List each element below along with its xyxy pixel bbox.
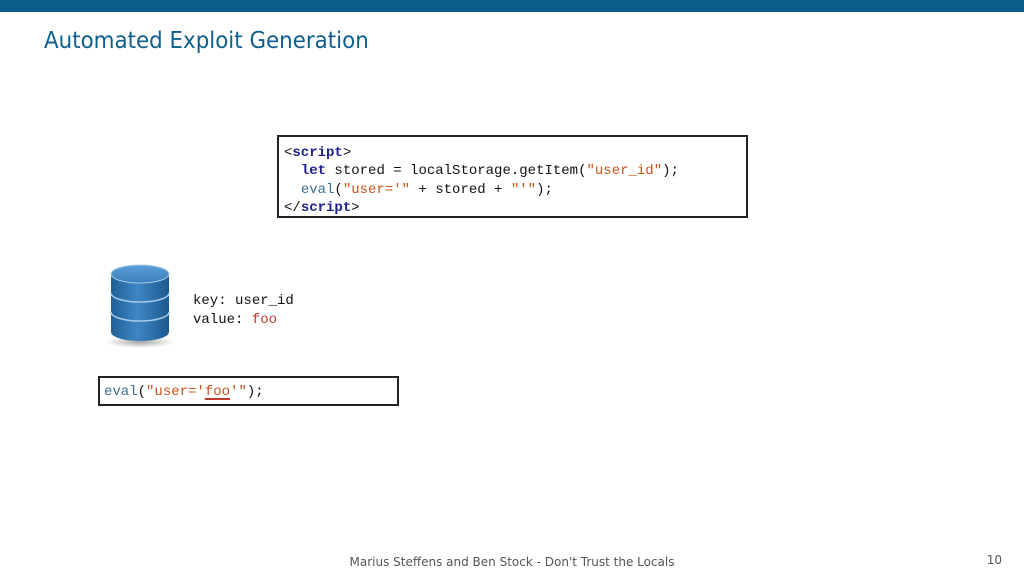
storage-value-row: value: foo [193, 312, 277, 328]
function-name: eval [104, 384, 138, 400]
code-line-close-tag: </script> [284, 199, 746, 217]
page-number: 10 [986, 553, 1002, 567]
code-text: + stored + [410, 181, 511, 198]
string-literal: "user=' [146, 384, 205, 400]
injected-value: foo [204, 384, 231, 400]
storage-key-row: key: user_id [193, 293, 294, 309]
indent [284, 182, 301, 198]
indent [284, 163, 301, 179]
key-label: key: [193, 293, 236, 309]
string-literal: '" [230, 384, 247, 400]
database-icon [104, 262, 176, 348]
code-line-let: let stored = localStorage.getItem("user_… [284, 162, 746, 180]
tag-bracket: > [351, 199, 360, 216]
function-name: eval [300, 181, 335, 198]
slide-title: Automated Exploit Generation [44, 28, 369, 54]
tag-bracket: </ [284, 199, 301, 216]
key-value: user_id [235, 293, 294, 309]
tag-bracket: < [284, 145, 293, 161]
code-text: stored = localStorage.getItem( [326, 163, 587, 180]
keyword: let [300, 163, 327, 180]
script-code-block: <script> let stored = localStorage.getIt… [277, 135, 748, 218]
code-text: ); [662, 163, 679, 180]
string-literal: "user='" [342, 181, 411, 198]
tag-name: script [292, 145, 343, 161]
footer-text: Marius Steffens and Ben Stock - Don't Tr… [349, 555, 675, 569]
value-value: foo [251, 311, 278, 328]
top-accent-bar [0, 0, 1024, 12]
storage-entry: key: user_id value: foo [193, 292, 294, 329]
value-label: value: [193, 311, 252, 328]
string-literal: "user_id" [586, 163, 663, 180]
code-line-eval: eval("user='" + stored + "'"); [284, 181, 746, 199]
code-text: ( [137, 384, 147, 400]
code-line-open-tag: <script> [284, 144, 746, 162]
code-text: ); [536, 181, 553, 198]
code-text: ); [246, 384, 264, 400]
eval-code-block: eval("user='foo'"); [98, 376, 399, 406]
tag-name: script [300, 199, 352, 216]
slide-footer: Marius Steffens and Ben Stock - Don't Tr… [0, 555, 1024, 569]
string-literal: "'" [510, 181, 537, 198]
code-text: ( [334, 181, 343, 198]
tag-bracket: > [342, 145, 352, 161]
